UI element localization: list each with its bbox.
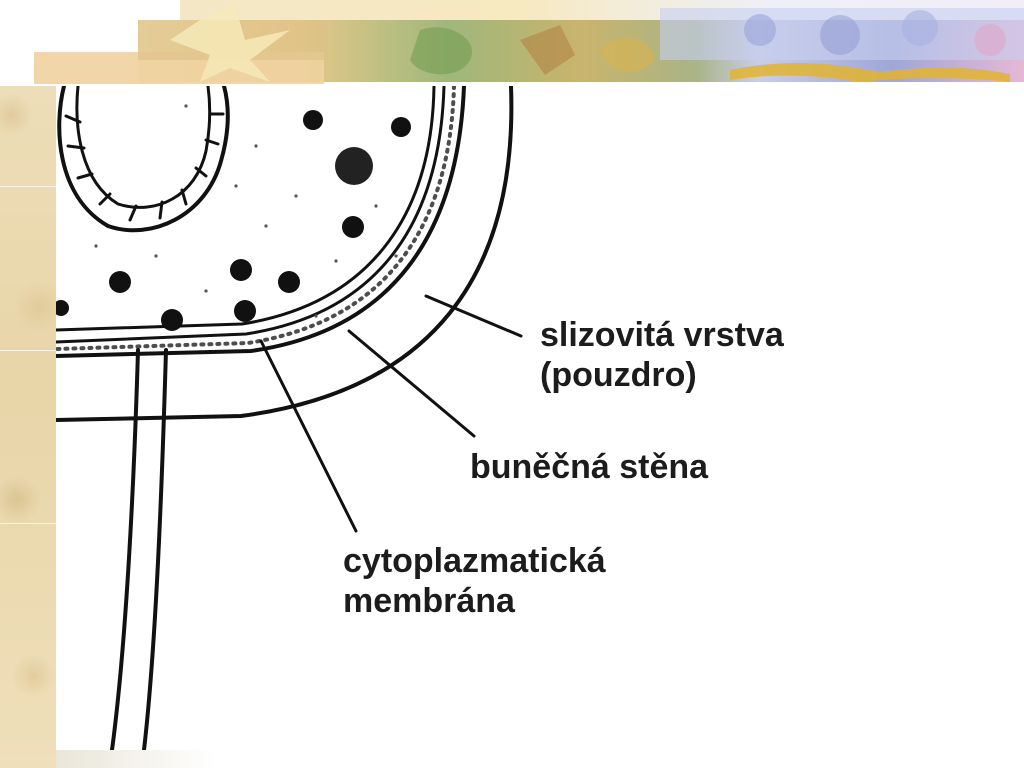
bacterial-cell-diagram: [56, 86, 523, 750]
cell-wall-outer-outline: [56, 86, 466, 358]
strip-seam: [0, 523, 56, 524]
cytoplasmic-membrane-outline: [56, 86, 436, 332]
ribosome-dot: [342, 216, 364, 238]
ribosome-dot: [278, 271, 300, 293]
ribosome-dot: [56, 300, 69, 316]
cell-wall-texture: [56, 86, 456, 351]
label-cell-wall: buněčná stěna: [470, 447, 708, 487]
cell-wall-inner-outline: [56, 86, 446, 344]
decorative-bottom-fade: [56, 750, 216, 768]
decorative-top-banner: [0, 0, 1024, 86]
ribosome-dot: [234, 300, 256, 322]
nucleoid-inner-outline: [75, 86, 212, 209]
pointer-line-membrane: [259, 339, 358, 533]
ribosome-dot: [230, 259, 252, 281]
nucleoid-outline: [57, 86, 230, 233]
pointer-line-slime: [424, 294, 523, 338]
label-membrane-line2: membrána: [343, 582, 515, 620]
slime-layer-outer-outline: [56, 86, 514, 422]
label-slime-layer: slizovitá vrstva(pouzdro): [540, 315, 784, 395]
pointer-line-wall: [347, 329, 476, 438]
nucleoid-twist: [64, 112, 225, 222]
flagellum-right-edge: [142, 348, 168, 750]
label-slime-layer-line1: slizovitá vrstva: [540, 316, 784, 354]
strip-seam: [0, 350, 56, 351]
ribosome-dot: [391, 117, 411, 137]
flagellum-left-edge: [110, 348, 140, 750]
ribosome-dot: [303, 110, 323, 130]
inclusion-granule: [335, 147, 373, 185]
label-membrane-line1: cytoplazmatická: [343, 542, 606, 580]
strip-seam: [0, 186, 56, 187]
ribosome-dot: [161, 309, 183, 331]
label-slime-layer-line2: (pouzdro): [540, 356, 697, 394]
label-cell-wall-text: buněčná stěna: [470, 448, 709, 486]
decorative-left-strip: [0, 0, 56, 768]
ribosome-dot: [109, 271, 131, 293]
